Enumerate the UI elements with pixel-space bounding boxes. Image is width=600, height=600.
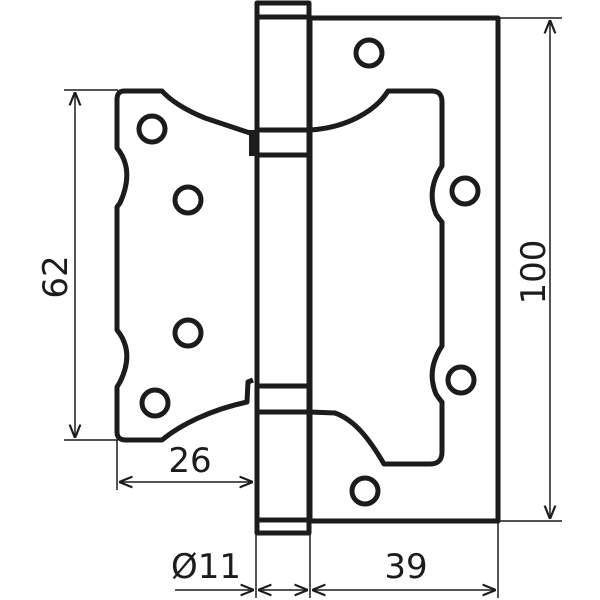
screw-holes (136, 37, 481, 507)
hinge-barrel (249, 0, 312, 536)
dimension-label-26: 26 (168, 441, 211, 481)
hole (353, 37, 385, 69)
dimension-label-100: 100 (514, 240, 554, 305)
right-leaf (307, 15, 501, 524)
left-leaf (114, 88, 254, 443)
dimension-label-62: 62 (36, 255, 76, 298)
hole (136, 113, 168, 145)
hole (172, 317, 204, 349)
dimension-100: 100 (498, 17, 562, 522)
dimension-26: 26 (116, 440, 253, 490)
dimension-label-diameter: Ø11 (171, 547, 241, 587)
hole (445, 364, 477, 396)
dimension-label-39: 39 (384, 547, 427, 587)
hole (139, 387, 171, 419)
dimension-bottom: Ø11 39 (171, 521, 499, 598)
hole (172, 184, 204, 216)
hole (349, 475, 381, 507)
dimension-62: 62 (36, 89, 118, 441)
right-leaf-cutout (309, 88, 445, 467)
hole (449, 175, 481, 207)
